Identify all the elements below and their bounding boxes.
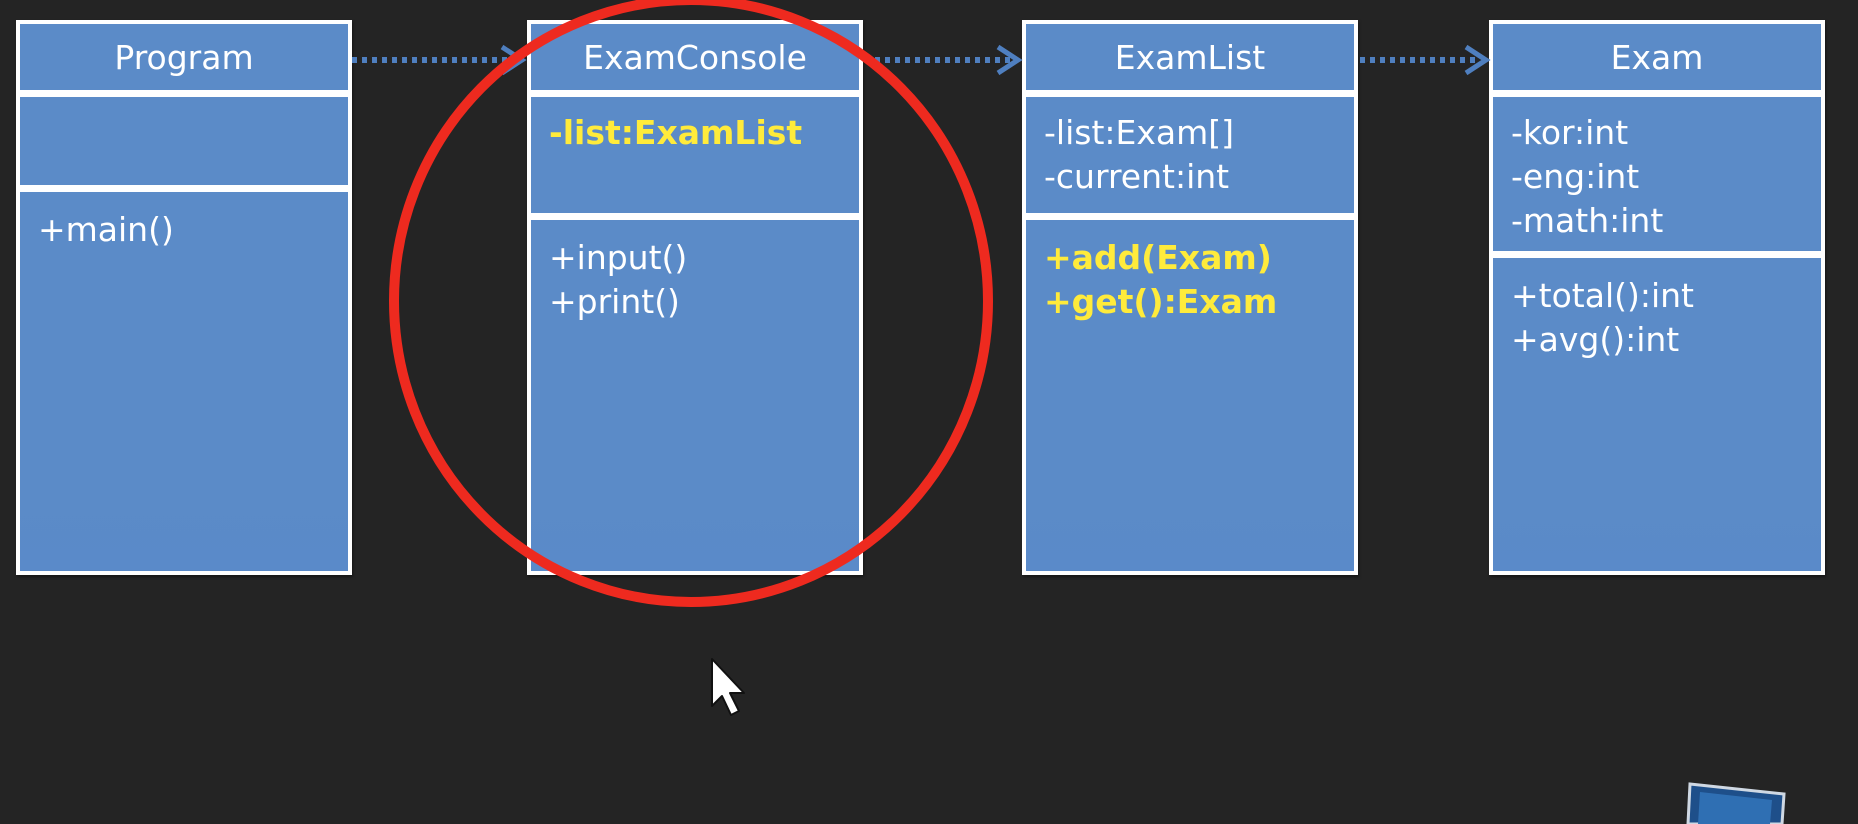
attribute-current: -current:int [1044, 157, 1230, 196]
class-name: Exam [1493, 24, 1821, 90]
dependency-examconsole-to-examlist [865, 44, 1023, 76]
method-avg: +avg():int [1511, 320, 1680, 359]
method-main: +main() [38, 210, 174, 249]
class-attributes [20, 97, 348, 185]
laptop-icon [1686, 782, 1786, 824]
method-input: +input() [549, 238, 688, 277]
class-attributes: -list:Exam[] -current:int [1026, 97, 1354, 213]
method-add: +add(Exam) [1044, 238, 1272, 277]
class-program: Program +main() [16, 20, 352, 575]
class-examlist: ExamList -list:Exam[] -current:int +add(… [1022, 20, 1358, 575]
class-attributes: -list:ExamList [531, 97, 859, 213]
class-methods: +input() +print() [531, 220, 859, 571]
attribute-eng: -eng:int [1511, 157, 1640, 196]
class-examconsole: ExamConsole -list:ExamList +input() +pri… [527, 20, 863, 575]
attribute-kor: -kor:int [1511, 113, 1629, 152]
attribute-math: -math:int [1511, 201, 1664, 240]
class-methods: +total():int +avg():int [1493, 258, 1821, 571]
attribute-list: -list:ExamList [549, 113, 803, 152]
class-exam: Exam -kor:int -eng:int -math:int +total(… [1489, 20, 1825, 575]
method-total: +total():int [1511, 276, 1694, 315]
method-print: +print() [549, 282, 680, 321]
class-methods: +main() [20, 192, 348, 571]
class-name: Program [20, 24, 348, 90]
class-name: ExamList [1026, 24, 1354, 90]
attribute-list: -list:Exam[] [1044, 113, 1234, 152]
mouse-pointer-icon [711, 658, 745, 716]
dependency-program-to-examconsole [352, 44, 527, 76]
class-methods: +add(Exam) +get():Exam [1026, 220, 1354, 571]
dependency-examlist-to-exam [1360, 44, 1491, 76]
method-get: +get():Exam [1044, 282, 1278, 321]
class-name: ExamConsole [531, 24, 859, 90]
class-attributes: -kor:int -eng:int -math:int [1493, 97, 1821, 251]
